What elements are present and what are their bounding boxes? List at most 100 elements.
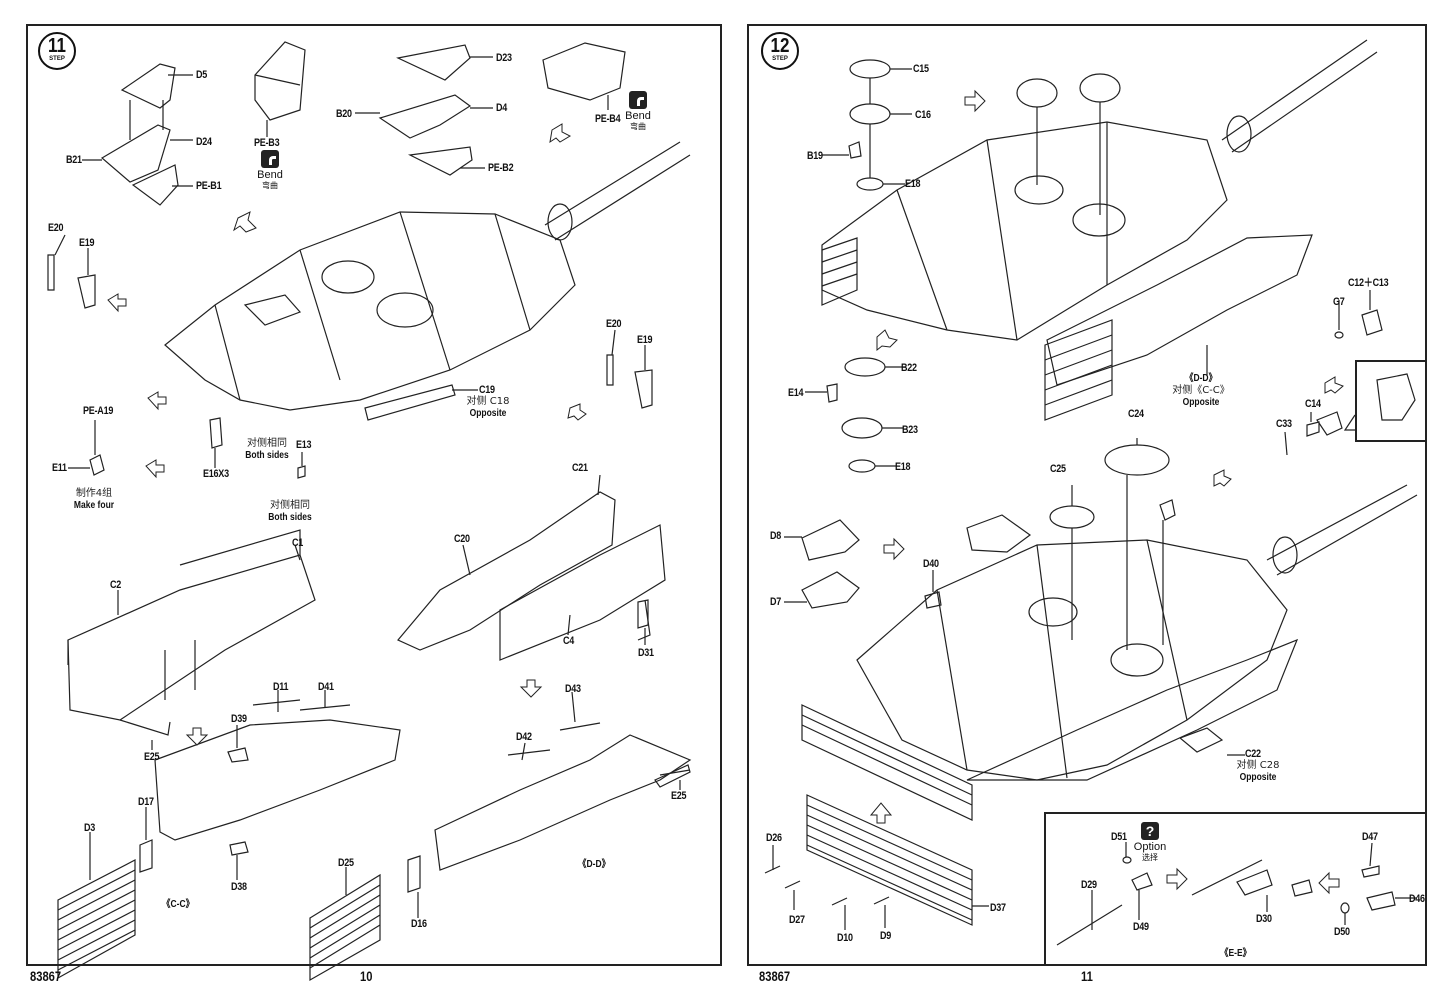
part-dd-skirt: [434, 734, 692, 871]
part-d9: [873, 896, 890, 905]
arrow-icon: [883, 537, 905, 561]
part-b22: [844, 357, 886, 377]
part-label-d50: D50: [1334, 926, 1350, 938]
arrow-down-icon: [519, 679, 543, 698]
part-label-d11: D11: [273, 681, 289, 693]
part-e20-left: [47, 254, 55, 291]
part-label-d42: D42: [516, 731, 532, 743]
step-badge-11: 11 STEP: [38, 32, 76, 70]
callout-box-e-e: [1044, 812, 1427, 966]
page-frame-left: [26, 24, 722, 966]
note-zh: 对侧 C18: [466, 396, 510, 407]
part-label-d43: D43: [565, 683, 581, 695]
part-d4: [378, 94, 472, 139]
note-make-four: 制作4组 Make four: [66, 488, 122, 512]
part-label-pe-b3: PE-B3: [254, 137, 280, 149]
part-d50: [1340, 902, 1350, 914]
arrow-icon: [107, 293, 127, 313]
gun-barrel-upper: [1221, 39, 1378, 153]
part-label-c14: C14: [1305, 398, 1321, 410]
bend-note-2: Bend 弯曲: [618, 91, 658, 132]
part-label-d23: D23: [496, 52, 512, 64]
part-label-e25-right: E25: [671, 790, 687, 802]
grille-upper-left: [821, 237, 858, 306]
part-d31: [637, 599, 649, 629]
option-zh: 选择: [1142, 853, 1158, 862]
skirt-lower: [966, 638, 1299, 781]
part-d17: [139, 839, 153, 873]
part-b23: [841, 417, 883, 439]
option-note: ? Option 选择: [1128, 822, 1172, 863]
part-label-d37: D37: [990, 902, 1006, 914]
part-label-d9: D9: [880, 930, 892, 942]
part-d30-receiver: [1236, 869, 1273, 896]
turret-body-upper: [821, 121, 1228, 341]
part-d39: [227, 747, 249, 763]
part-label-c1: C1: [292, 537, 304, 549]
part-d25-grille: [309, 873, 381, 982]
hatch-upper-1: [1016, 78, 1058, 108]
part-label-e25-left: E25: [144, 751, 160, 763]
part-label-b22: B22: [901, 362, 917, 374]
part-c12-c13: [1361, 309, 1383, 336]
part-d24: [100, 124, 171, 183]
part-label-d47: D47: [1362, 831, 1378, 843]
part-label-e20-left: E20: [48, 222, 64, 234]
arrow-up-icon: [869, 802, 893, 824]
note-en: Opposite: [1182, 397, 1220, 408]
callout-box-detail: [1355, 360, 1427, 442]
part-label-b20: B20: [336, 108, 352, 120]
part-label-d7: D7: [770, 596, 782, 608]
note-section: 《D-D》: [1184, 373, 1218, 384]
part-d29: [1056, 904, 1123, 946]
part-label-pe-a19: PE-A19: [83, 405, 114, 417]
part-label-d4: D4: [496, 102, 508, 114]
part-d40: [924, 591, 942, 609]
note-zh: 制作4组: [75, 488, 113, 499]
part-label-c25: C25: [1050, 463, 1066, 475]
part-label-d41: D41: [318, 681, 334, 693]
direction-arrows: [107, 123, 587, 746]
part-label-d8: D8: [770, 530, 782, 542]
turret-body: [164, 211, 576, 411]
product-code: 83867: [30, 968, 62, 984]
part-label-e18-mid: E18: [895, 461, 911, 473]
arrow-icon: [567, 403, 587, 421]
part-pe-b1: [131, 164, 179, 206]
note-dd-opposite: 《D-D》 对侧《C-C》 Opposite: [1171, 373, 1231, 409]
gun-barrel-lower: [1266, 484, 1418, 576]
part-c14: [1306, 421, 1320, 437]
part-d47: [1361, 865, 1380, 878]
option-en: Option: [1133, 841, 1167, 853]
note-c28-opposite: 对侧 C28 Opposite: [1235, 760, 1281, 784]
part-label-pe-b2: PE-B2: [488, 162, 514, 174]
part-c1-c2: [67, 554, 316, 721]
part-d38: [229, 841, 249, 856]
section-label-ee: 《E-E》: [1220, 948, 1252, 959]
part-d27: [784, 880, 801, 889]
part-label-e19-left: E19: [79, 237, 95, 249]
gun-barrel: [544, 141, 691, 241]
step-number: 12: [770, 35, 790, 57]
part-label-d31: D31: [638, 647, 654, 659]
arrow-down-icon: [185, 727, 209, 746]
part-d23: [396, 44, 471, 81]
part-label-d25: D25: [338, 857, 354, 869]
section-label-cc: 《C-C》: [162, 899, 195, 910]
part-pe-b2: [407, 146, 473, 176]
part-e14: [826, 383, 838, 403]
step-badge-12: 12 STEP: [761, 32, 799, 70]
part-label-c12-c13: C12＋C13: [1348, 277, 1389, 289]
assembly-drawing-step-11: [47, 41, 692, 982]
part-label-e14: E14: [788, 387, 804, 399]
part-label-g7: G7: [1333, 296, 1345, 308]
step-word: STEP: [772, 56, 788, 62]
part-g7: [1334, 331, 1344, 339]
bend-icon: [629, 91, 647, 109]
arrow-icon: [549, 123, 572, 144]
note-both-sides-1: 对侧相同 Both sides: [240, 438, 294, 462]
bend-note-en: Bend: [257, 169, 283, 181]
part-label-e11: E11: [52, 462, 67, 474]
note-c18-opposite: 对侧 C18 Opposite: [466, 396, 510, 420]
note-zh: 对侧《C-C》: [1172, 385, 1230, 396]
